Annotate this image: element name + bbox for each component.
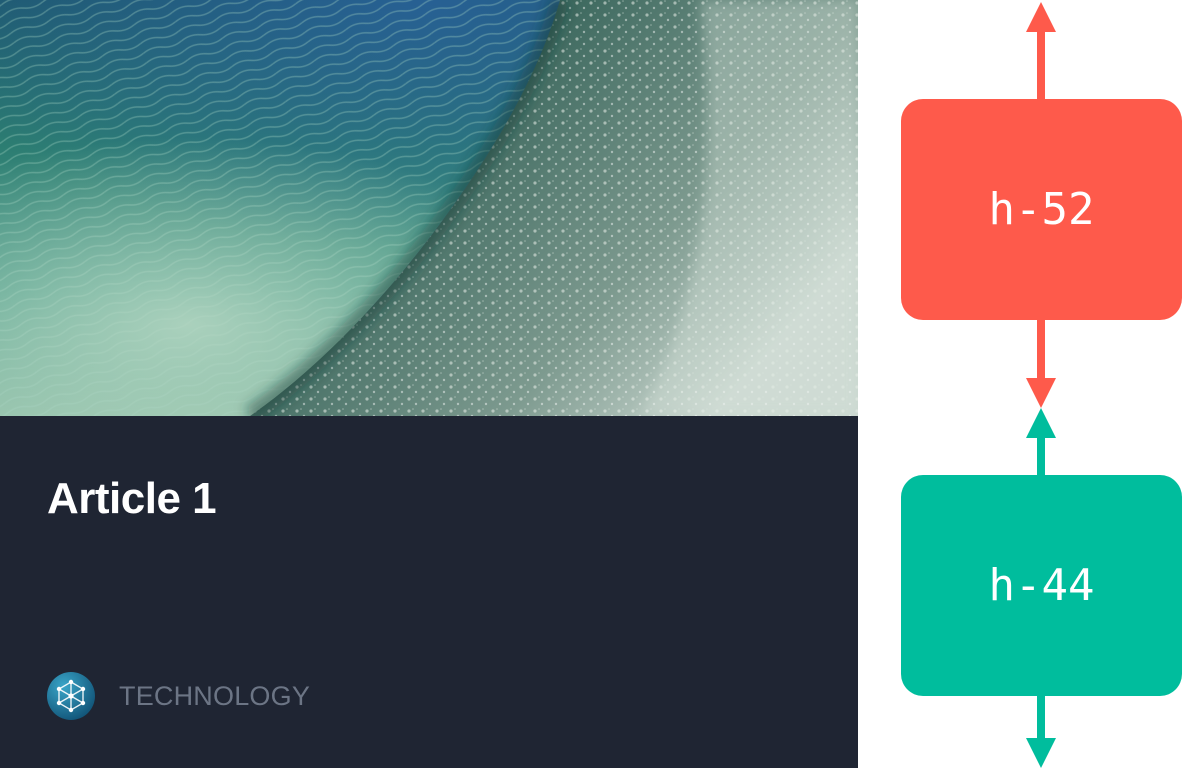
article-body: Article 1	[0, 416, 858, 768]
atom-network-icon	[47, 672, 95, 720]
arrow-down-icon	[1026, 378, 1056, 408]
category-tag[interactable]: TECHNOLOGY	[47, 672, 310, 720]
height-box-52: h-52	[901, 99, 1182, 320]
article-card[interactable]: Article 1	[0, 0, 858, 768]
arrow-up-icon	[1026, 408, 1056, 438]
arrow-down-icon	[1026, 738, 1056, 768]
height-diagram: h-52 h-44	[858, 0, 1182, 768]
arrow-up-icon	[1026, 2, 1056, 32]
article-image	[0, 0, 858, 416]
height-arrows	[1026, 2, 1056, 768]
category-label: TECHNOLOGY	[119, 680, 311, 711]
wave-photo	[0, 0, 858, 416]
article-title[interactable]: Article 1	[47, 474, 217, 523]
height-box-44: h-44	[901, 475, 1182, 696]
height-label-44: h-44	[988, 560, 1095, 611]
height-label-52: h-52	[988, 184, 1095, 235]
